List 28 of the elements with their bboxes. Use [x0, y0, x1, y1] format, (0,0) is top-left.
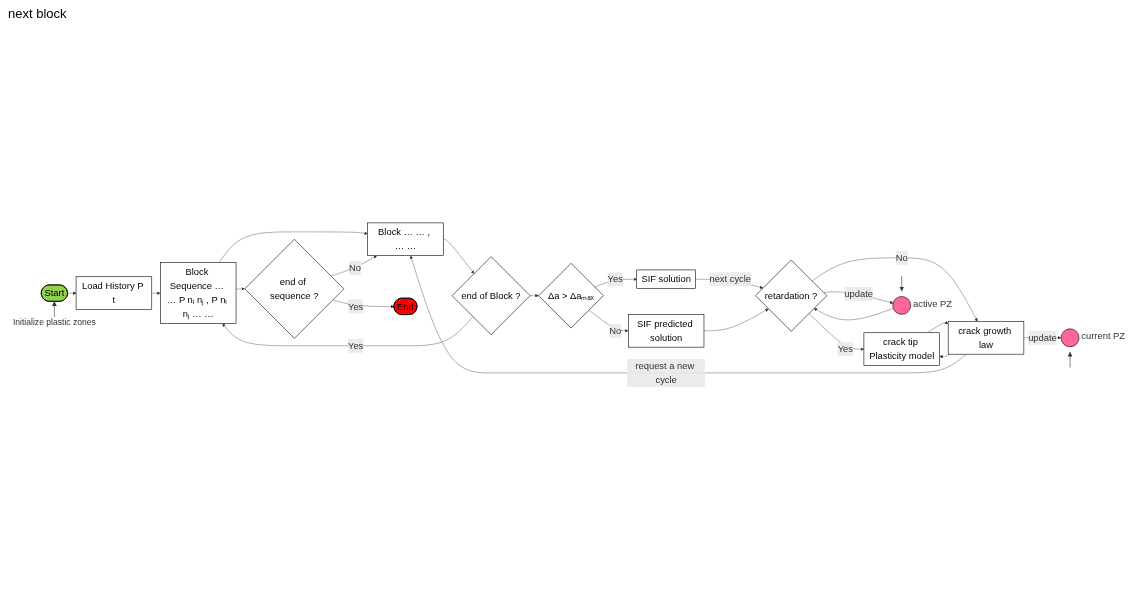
node-diamond: end of sequence ? — [244, 239, 344, 339]
node-box: Block … … , … … — [366, 222, 444, 257]
edge-label: No — [608, 325, 621, 336]
node-box: SIF predicted solution — [627, 314, 704, 348]
node-box: crack growth law — [947, 321, 1024, 355]
edge-label: No — [895, 252, 908, 263]
node-circle — [891, 296, 911, 315]
node-caption: current PZ — [1080, 331, 1125, 342]
node-diamond: retardation ? — [754, 259, 827, 332]
edge-label: next cycle — [708, 273, 751, 285]
node-diamond: Δa > Δaₘₐₓ — [537, 263, 604, 329]
edge-label: Yes — [347, 340, 363, 351]
node-box: Block Sequence … … P nᵢ nⱼ , P nᵢ nⱼ … … — [159, 262, 236, 324]
edge-label: Yes — [607, 273, 623, 285]
node-box: SIF solution — [635, 269, 696, 289]
node-caption: active PZ — [912, 299, 952, 310]
edge-label: update — [1027, 332, 1057, 343]
edge-label: No — [348, 262, 361, 274]
node-box: Load History P t — [75, 276, 152, 310]
note-text: next block — [8, 6, 67, 21]
node-box: crack tip Plasticity model — [863, 332, 940, 366]
node-diamond: end of Block ? — [451, 256, 530, 336]
edge-label: update — [843, 288, 873, 300]
edge-label: request a new cycle — [634, 360, 694, 386]
edge-label: Initialize plastic zones — [12, 317, 96, 328]
edge-label: Yes — [347, 301, 363, 312]
edge-label: Yes — [837, 343, 853, 355]
node-circle — [1060, 328, 1079, 348]
